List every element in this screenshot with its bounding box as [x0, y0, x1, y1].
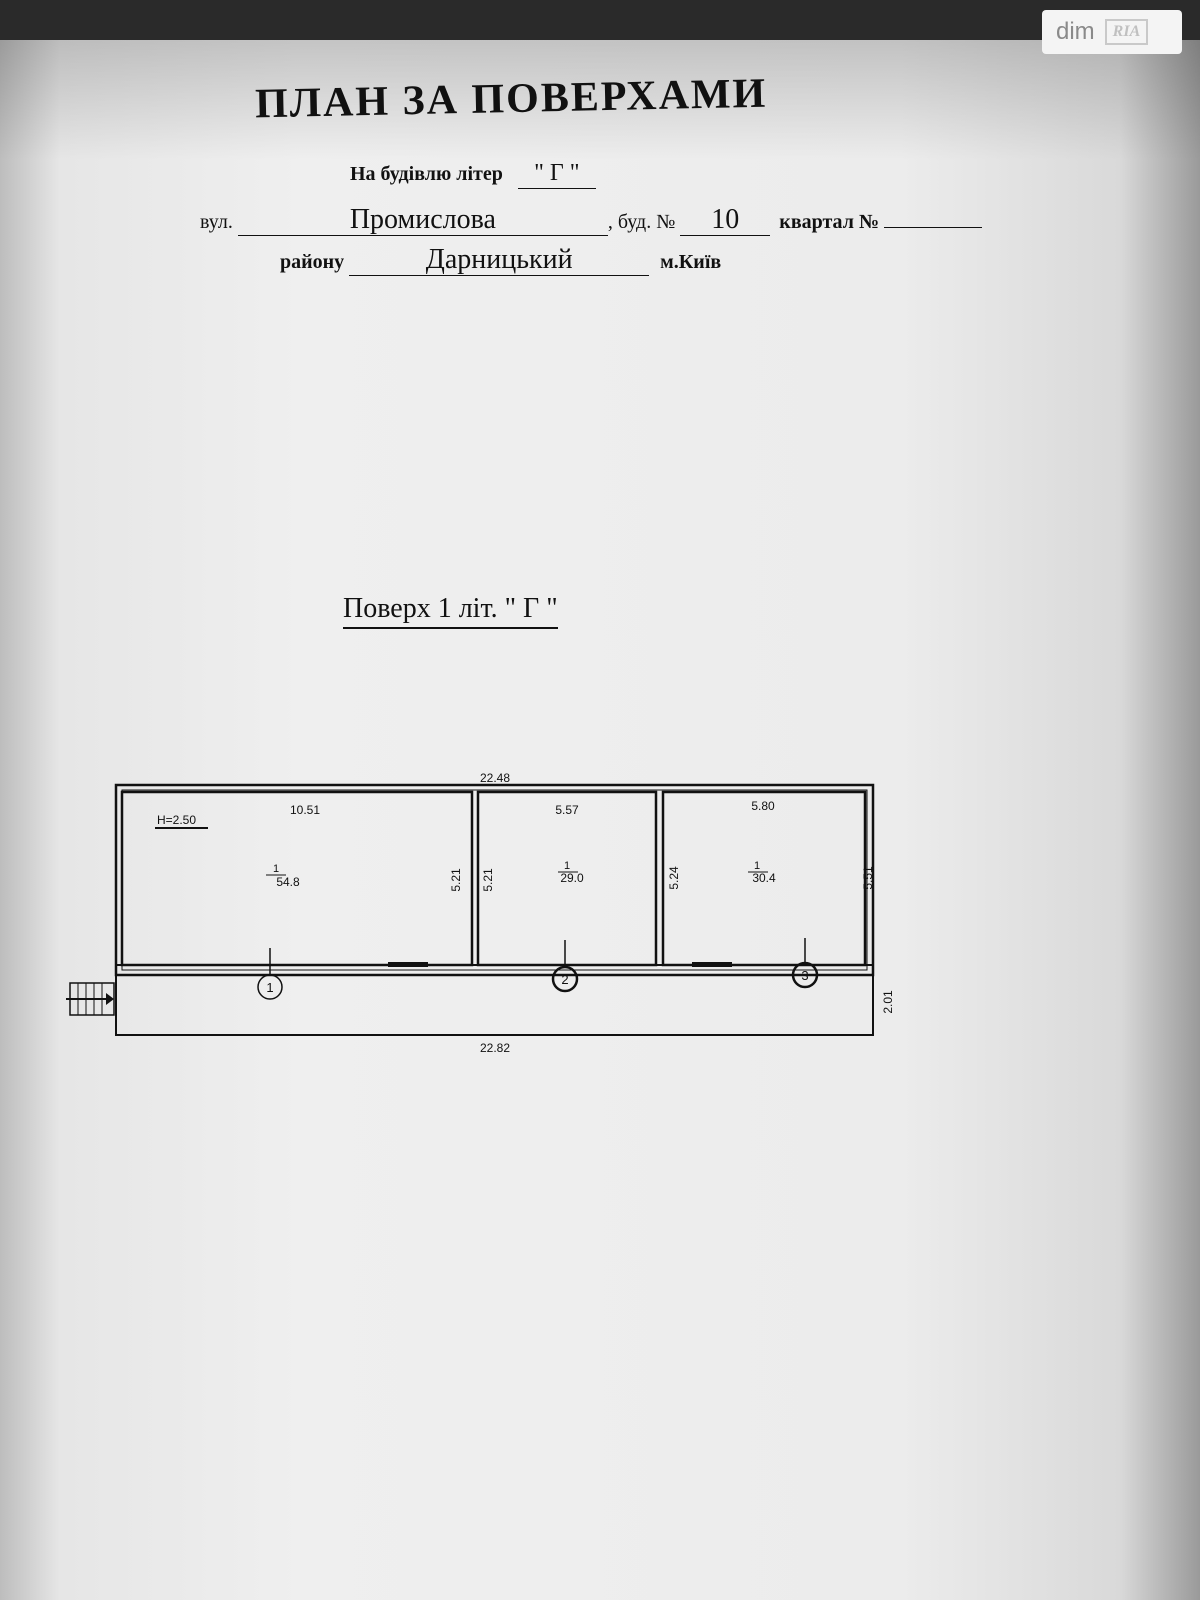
sheet-shadow [0, 40, 1200, 160]
room-3-area: 30.4 [752, 871, 776, 885]
dimria-watermark: dim RIA [1042, 10, 1182, 54]
porch-depth: 2.01 [881, 990, 895, 1014]
house-label: , буд. № [607, 211, 676, 233]
room-3-depth-left: 5.24 [667, 866, 681, 890]
street-label: вул. [200, 211, 233, 233]
overall-top-dimension: 22.48 [480, 771, 510, 785]
room-3-number-label: 1 [754, 860, 760, 872]
room-2-width: 5.57 [555, 803, 579, 817]
room-1-number-label: 1 [273, 863, 279, 875]
porch-strip [115, 974, 874, 1036]
axis-marker-1 [257, 974, 283, 1000]
district-label: району [280, 251, 345, 273]
room-2-depth: 5.21 [481, 868, 495, 892]
room-3-depth-right: 5.51 [861, 866, 875, 890]
axis-marker-2 [551, 965, 579, 993]
stairs-icon [66, 982, 115, 1016]
room-1-width: 10.51 [290, 803, 320, 817]
axis-marker-3 [791, 961, 819, 989]
floor-plan: H=2.50 22.48 10.51 5.57 5.80 22.82 5.21 … [66, 771, 895, 1055]
street-value: Промислова [237, 205, 608, 236]
address-line: вул. Промислова, буд. № 10 квартал № [200, 205, 983, 236]
block-value [884, 227, 983, 228]
height-note-text: H=2.50 [157, 813, 196, 827]
floor-title: Поверх 1 літ. " Г " [343, 593, 558, 629]
axis-marker-3-label: 3 [801, 968, 808, 983]
room-2-area: 29.0 [560, 871, 584, 885]
door-1 [388, 962, 428, 967]
house-value: 10 [680, 205, 771, 236]
room-1-area: 54.8 [276, 875, 300, 889]
room-2-number-label: 1 [564, 860, 570, 872]
room-3-width: 5.80 [751, 799, 775, 813]
district-value: Дарницький [349, 245, 650, 276]
building-value: " Г " [517, 158, 596, 189]
door-2 [692, 962, 732, 967]
watermark-badge: RIA [1104, 19, 1149, 45]
district-line: району Дарницький м.Київ [280, 245, 721, 276]
building-line: На будівлю літер " Г " [350, 158, 596, 189]
document-sheet [0, 40, 1200, 1600]
building-label: На будівлю літер [350, 163, 503, 185]
room-1-depth: 5.21 [449, 868, 463, 892]
city-label: м.Київ [660, 251, 722, 273]
axis-marker-2-label: 2 [561, 972, 568, 987]
overall-bottom-dimension: 22.82 [480, 1041, 510, 1055]
height-note: H=2.50 [155, 813, 208, 829]
watermark-brand: dim [1056, 18, 1095, 45]
axis-marker-1-label: 1 [266, 980, 273, 995]
block-label: квартал № [779, 211, 880, 233]
